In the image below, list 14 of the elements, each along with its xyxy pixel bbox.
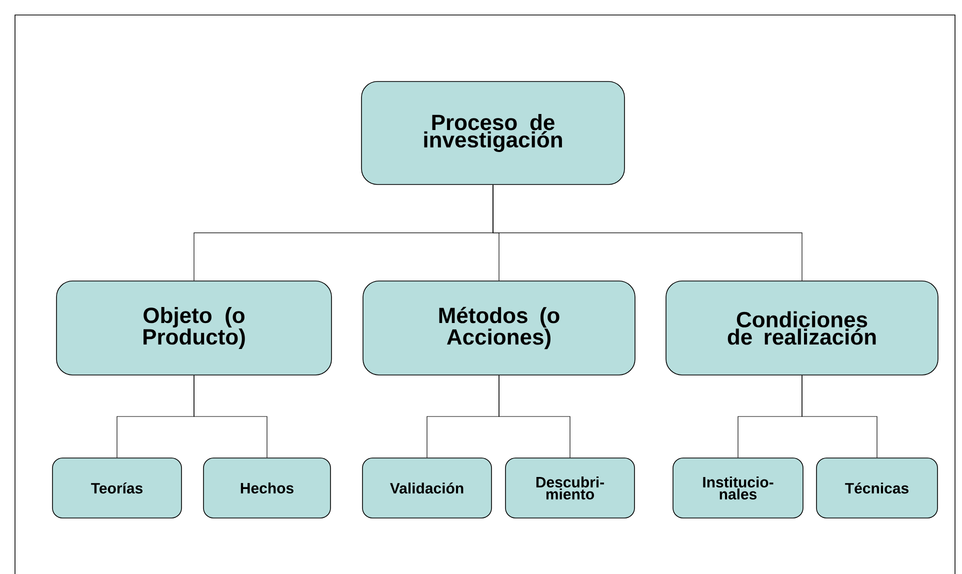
- topic-box: Teorías: [52, 458, 182, 518]
- topic-box: Técnicas: [816, 458, 938, 518]
- topic-box: Métodos (o Acciones): [362, 280, 636, 376]
- connector: [492, 184, 802, 281]
- topic-box: Proceso de investigación: [361, 81, 625, 185]
- topic-box: Descubri- miento: [505, 458, 635, 518]
- topic-box: Hechos: [203, 458, 331, 518]
- topic-box: Validación: [362, 458, 492, 518]
- topic-box: Institucio- nales: [672, 458, 804, 518]
- connector: [498, 375, 570, 458]
- topic-box: Objeto (o Producto): [56, 280, 332, 376]
- connector: [802, 375, 878, 458]
- topic-box: Condiciones de realización: [666, 280, 938, 376]
- connector: [194, 375, 268, 458]
